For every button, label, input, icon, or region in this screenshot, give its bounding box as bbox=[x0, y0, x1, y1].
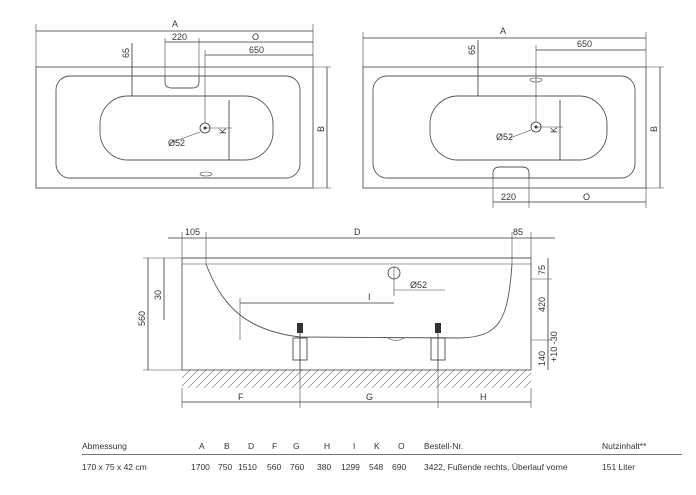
cell-f: 560 bbox=[267, 462, 282, 472]
label-tolerance: +10 -30 bbox=[549, 331, 559, 362]
cell-nutzinhalt: 151 Liter bbox=[602, 462, 636, 472]
table-divider bbox=[82, 454, 682, 455]
cell-o: 690 bbox=[392, 462, 407, 472]
label-30: 30 bbox=[153, 290, 163, 300]
cell-a: 1700 bbox=[191, 462, 210, 472]
cell-h: 380 bbox=[317, 462, 332, 472]
header-h: H bbox=[324, 441, 331, 451]
top-view-left: A 220 O 650 65 K Ø52 B bbox=[35, 19, 331, 189]
label-65-left: 65 bbox=[121, 48, 131, 58]
label-85: 85 bbox=[513, 227, 523, 237]
label-h: H bbox=[480, 392, 487, 402]
overflow-left bbox=[199, 171, 213, 177]
label-o-left: O bbox=[252, 32, 259, 42]
label-65-right: 65 bbox=[467, 45, 477, 55]
label-b-right: B bbox=[649, 126, 659, 132]
cell-b: 750 bbox=[218, 462, 233, 472]
top-view-right: A 650 65 K Ø52 220 O B bbox=[362, 26, 664, 208]
header-k: K bbox=[374, 441, 380, 451]
foot-left bbox=[292, 323, 308, 370]
cell-i: 1299 bbox=[341, 462, 360, 472]
label-560: 560 bbox=[137, 311, 147, 326]
label-220-right: 220 bbox=[501, 192, 516, 202]
header-nutzinhalt: Nutzinhalt** bbox=[602, 441, 647, 451]
tub-basin-right bbox=[429, 95, 608, 161]
label-420: 420 bbox=[537, 297, 547, 312]
tub-rim-left bbox=[55, 75, 301, 179]
label-a-left: A bbox=[172, 19, 178, 29]
header-d: D bbox=[248, 441, 255, 451]
header-g: G bbox=[293, 441, 300, 451]
cell-g: 760 bbox=[290, 462, 305, 472]
label-a-right: A bbox=[500, 26, 506, 36]
label-52-side: Ø52 bbox=[410, 280, 427, 290]
grip-left bbox=[164, 77, 200, 89]
label-o-right: O bbox=[583, 192, 590, 202]
label-k-right: K bbox=[549, 127, 559, 133]
header-a: A bbox=[199, 441, 205, 451]
grip-right bbox=[492, 166, 530, 178]
label-650-left: 650 bbox=[249, 45, 264, 55]
header-f: F bbox=[272, 441, 278, 451]
tub-outline-left bbox=[35, 66, 314, 189]
side-view: 105 D 85 I Ø52 560 30 75 420 140 +10 -30… bbox=[137, 227, 559, 408]
leader-52-right bbox=[509, 129, 532, 139]
cell-d: 1510 bbox=[238, 462, 257, 472]
label-650-right: 650 bbox=[577, 39, 592, 49]
header-bestell-nr: Bestell-Nr. bbox=[424, 441, 464, 451]
label-i: I bbox=[368, 292, 371, 302]
leader-52-left bbox=[169, 131, 201, 144]
label-105: 105 bbox=[185, 227, 200, 237]
label-140: 140 bbox=[537, 351, 547, 366]
label-220-left: 220 bbox=[172, 32, 187, 42]
header-i: I bbox=[353, 441, 356, 451]
label-d: D bbox=[354, 227, 361, 237]
label-52-right: Ø52 bbox=[496, 132, 513, 142]
tub-basin-left bbox=[99, 95, 274, 161]
cell-abmessung: 170 x 75 x 42 cm bbox=[82, 462, 147, 472]
tub-rim-right bbox=[372, 75, 636, 179]
header-b: B bbox=[224, 441, 230, 451]
cell-k: 548 bbox=[369, 462, 384, 472]
label-g: G bbox=[366, 392, 373, 402]
label-k-left: K bbox=[218, 128, 228, 134]
label-f: F bbox=[238, 392, 244, 402]
label-b-left: B bbox=[316, 126, 326, 132]
tub-profile bbox=[205, 263, 513, 339]
cell-bestell-nr: 3422, Fußende rechts, Überlauf vorne bbox=[424, 462, 568, 472]
drain-profile bbox=[387, 337, 405, 341]
floor-hatch bbox=[182, 370, 531, 388]
header-abmessung: Abmessung bbox=[82, 441, 127, 451]
label-52-left: Ø52 bbox=[168, 138, 185, 148]
label-75: 75 bbox=[537, 265, 547, 275]
header-o: O bbox=[398, 441, 405, 451]
tub-outline-right bbox=[362, 66, 647, 189]
foot-right bbox=[430, 323, 446, 370]
